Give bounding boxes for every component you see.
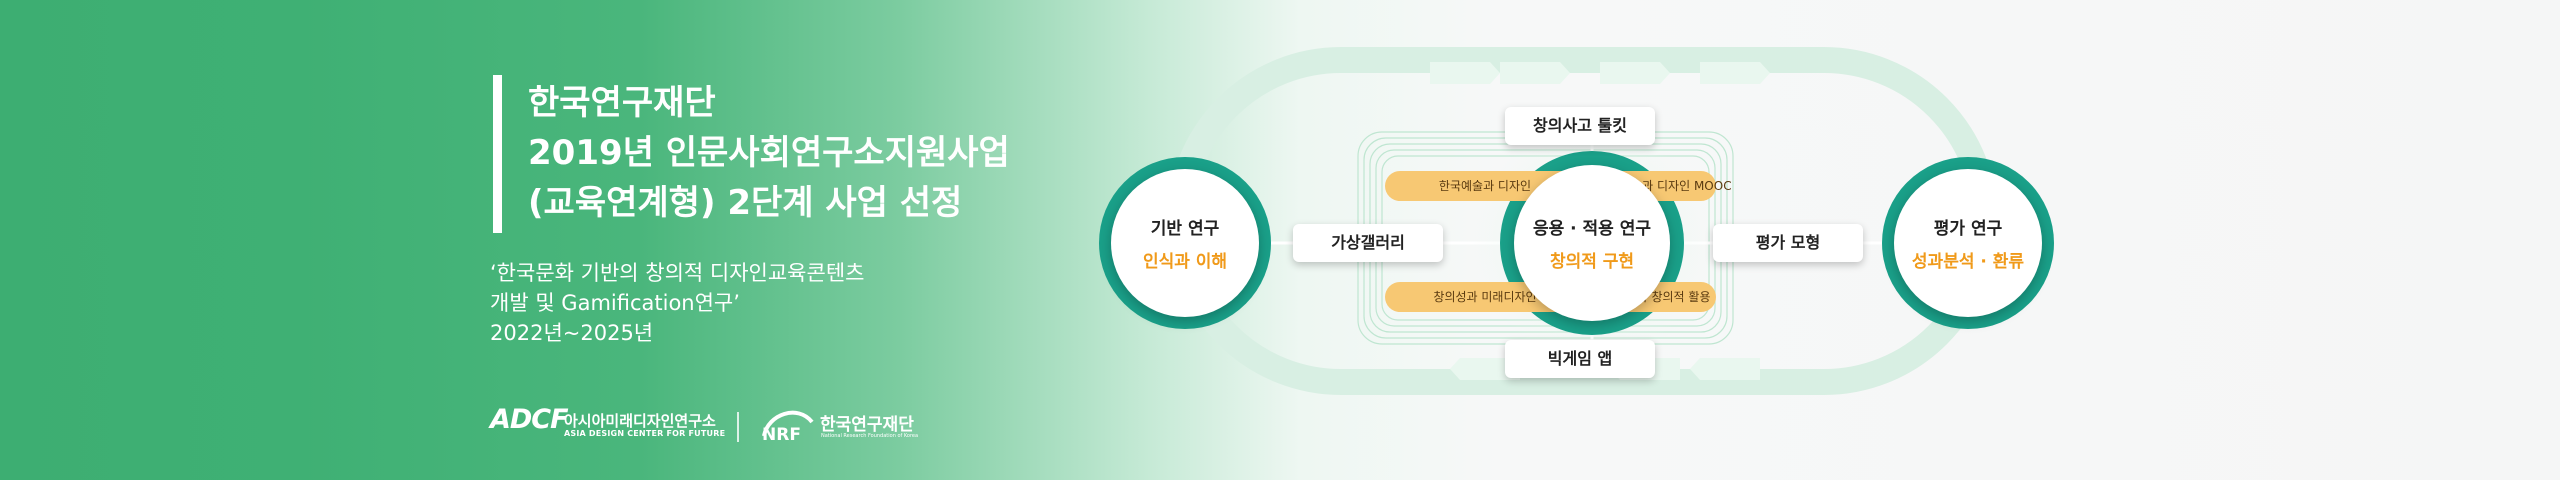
subtitle-line: ‘한국문화 기반의 창의적 디자인교육콘텐츠	[490, 261, 865, 285]
adcf-logo-mark: ADCF	[490, 404, 569, 435]
box-big-game-app[interactable]: 빅게임 앱	[1505, 340, 1655, 378]
logo-divider	[737, 412, 739, 442]
box-creative-toolkit[interactable]: 창의사고 툴킷	[1505, 107, 1655, 145]
adcf-logo[interactable]: ADCF 아시아미래디자인연구소 ASIA DESIGN CENTER FOR …	[490, 404, 725, 438]
circle-subtitle: 인식과 이해	[1142, 252, 1228, 272]
banner-title: 한국연구재단 2019년 인문사회연구소지원사업 (교육연계형) 2단계 사업 …	[528, 78, 1010, 228]
subtitle-line: 개발 및 Gamification연구’	[490, 291, 740, 315]
circle-subtitle: 창의적 구현	[1549, 252, 1635, 272]
title-accent-bar	[493, 75, 502, 233]
circle-subtitle: 성과분석 · 환류	[1911, 252, 2025, 272]
box-virtual-gallery[interactable]: 가상갤러리	[1293, 224, 1443, 262]
title-line: 2019년 인문사회연구소지원사업	[528, 133, 1010, 173]
banner-subtitle: ‘한국문화 기반의 창의적 디자인교육콘텐츠 개발 및 Gamification…	[490, 258, 864, 348]
nrf-logo-icon: NRF	[762, 410, 814, 445]
circle-title: 평가 연구	[1933, 219, 2003, 239]
box-evaluation-model[interactable]: 평가 모형	[1713, 224, 1863, 262]
loop-arrows	[1430, 62, 1770, 380]
nrf-logo-mark: NRF	[762, 425, 801, 445]
circle-applied-research[interactable]: 응용 · 적용 연구 창의적 구현	[1514, 165, 1670, 321]
adcf-logo-english: ASIA DESIGN CENTER FOR FUTURE	[564, 429, 726, 438]
nrf-logo-korean: 한국연구재단	[820, 415, 914, 435]
title-line: (교육연계형) 2단계 사업 선정	[528, 183, 963, 223]
circle-foundational-research[interactable]: 기반 연구 인식과 이해	[1111, 169, 1259, 317]
subtitle-line: 2022년~2025년	[490, 321, 654, 345]
circle-evaluation-research[interactable]: 평가 연구 성과분석 · 환류	[1894, 169, 2042, 317]
circle-title: 기반 연구	[1150, 219, 1220, 239]
title-line: 한국연구재단	[528, 83, 716, 123]
adcf-logo-korean: 아시아미래디자인연구소	[564, 412, 716, 430]
nrf-logo-english: National Research Foundation of Korea	[821, 433, 919, 439]
circle-title: 응용 · 적용 연구	[1532, 219, 1652, 239]
